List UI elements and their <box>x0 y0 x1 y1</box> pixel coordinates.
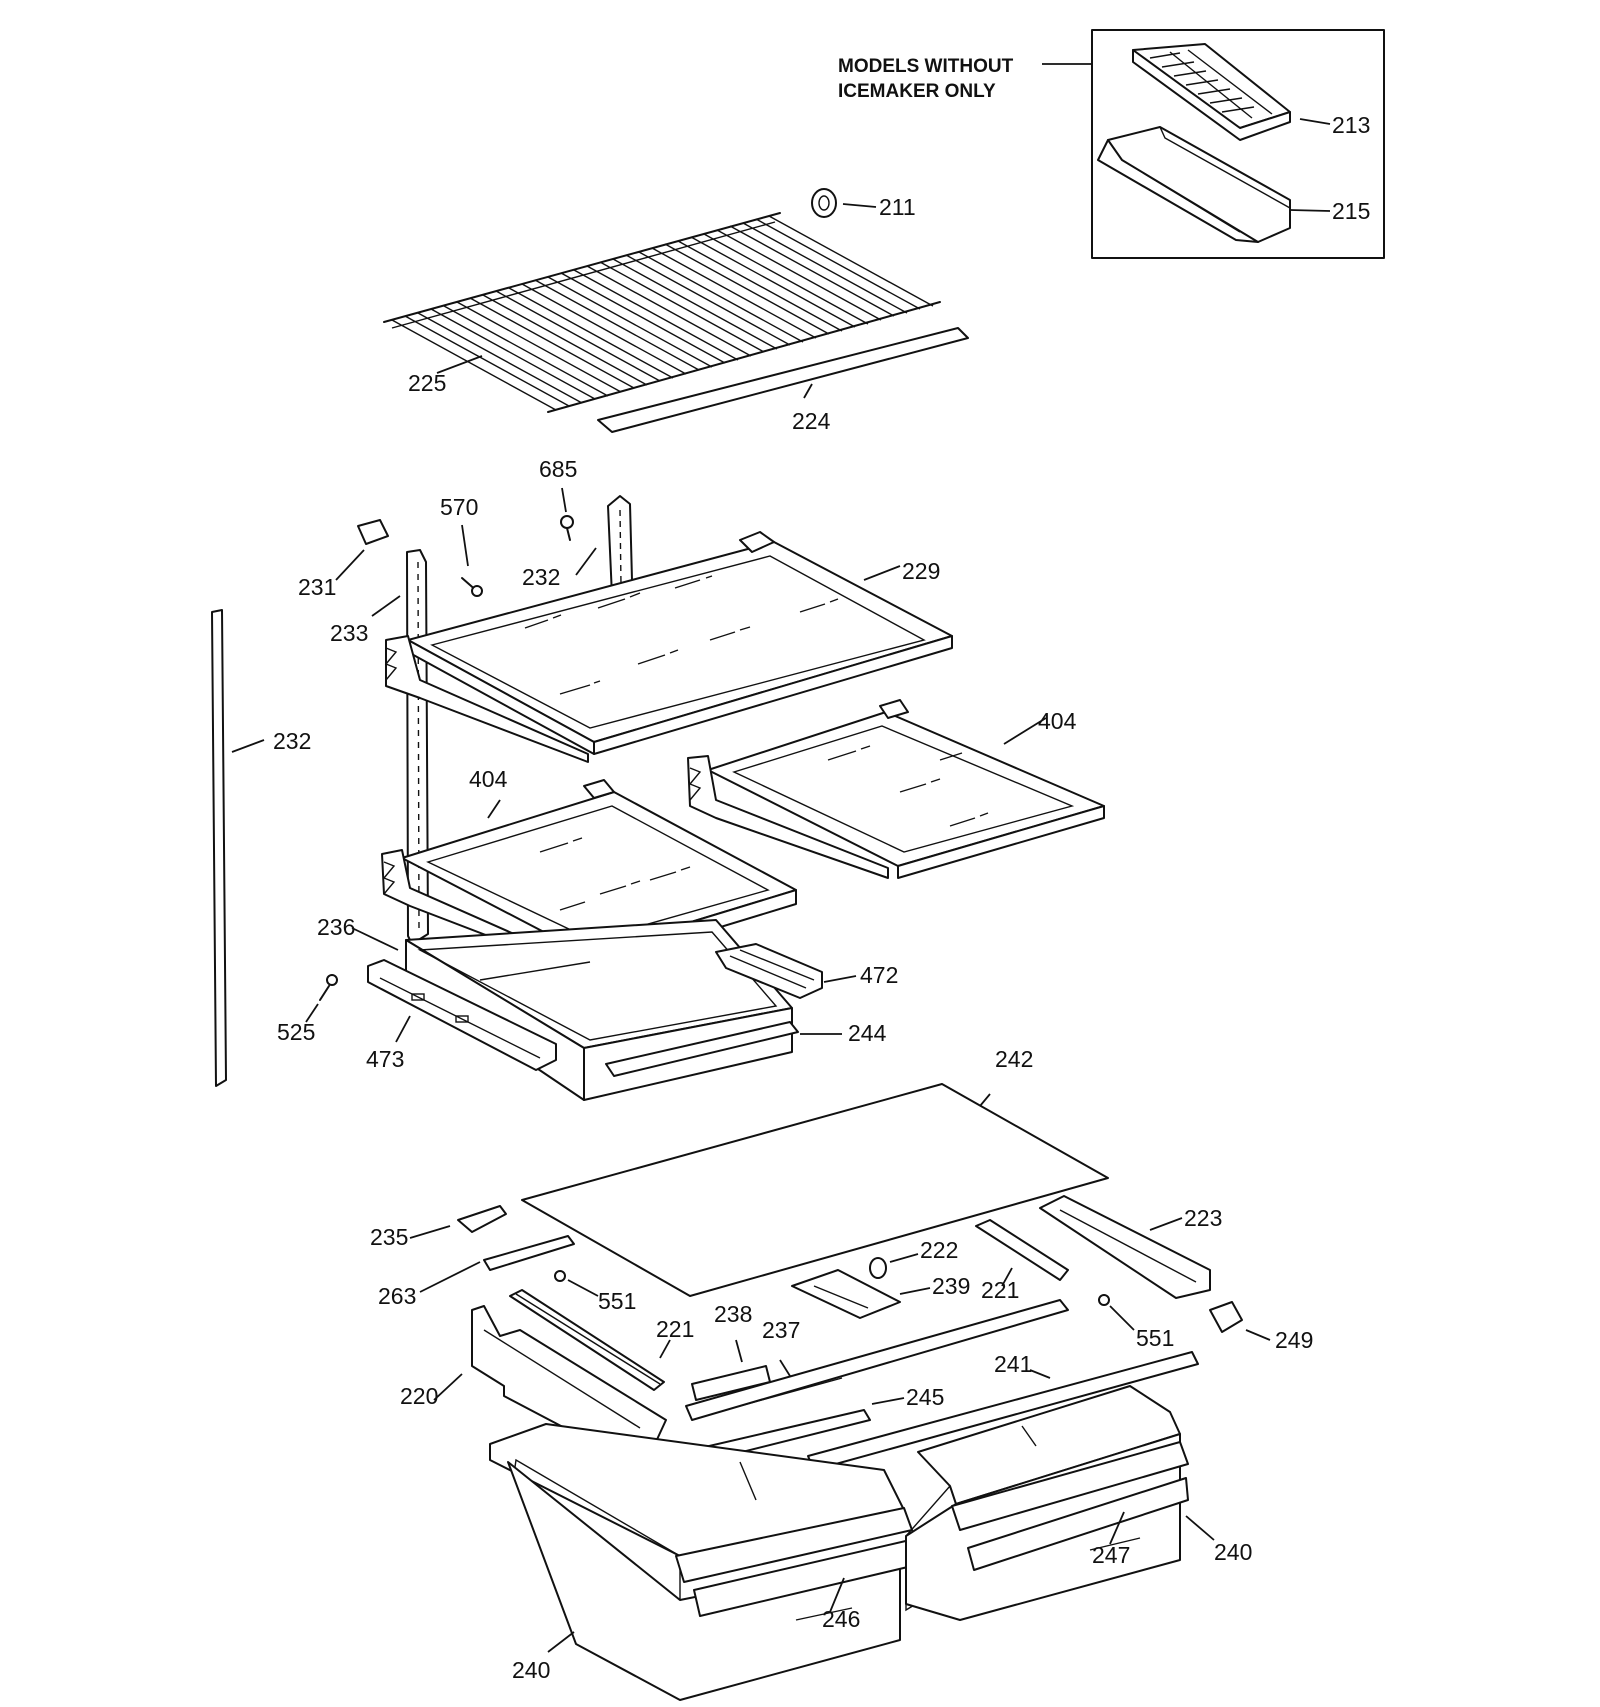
callout-232-left: 232 <box>273 728 311 754</box>
callout-231: 231 <box>298 574 336 600</box>
callout-233: 233 <box>330 620 368 646</box>
callout-240-right: 240 <box>1214 1539 1252 1565</box>
callout-570: 570 <box>440 494 478 520</box>
callout-239: 239 <box>932 1273 970 1299</box>
inset-box: MODELS WITHOUT ICEMAKER ONLY 213 215 <box>838 29 1385 259</box>
callout-215: 215 <box>1332 198 1370 224</box>
callout-221-right: 221 <box>981 1277 1019 1303</box>
callout-404-left: 404 <box>469 766 508 792</box>
crisper-drawer-right <box>905 1385 1215 1621</box>
glass-shelf-right <box>687 699 1105 879</box>
callout-225: 225 <box>408 370 446 396</box>
callout-220: 220 <box>400 1383 438 1409</box>
crisper-drawer-left <box>489 1423 913 1701</box>
callout-472: 472 <box>860 962 898 988</box>
callout-223: 223 <box>1184 1205 1222 1231</box>
callout-247: 247 <box>1092 1542 1130 1568</box>
callout-235: 235 <box>370 1224 408 1250</box>
callout-551-right: 551 <box>1136 1325 1174 1351</box>
inset-title-line1: MODELS WITHOUT <box>838 56 1014 77</box>
callout-525: 525 <box>277 1019 315 1045</box>
callout-224: 224 <box>792 408 831 434</box>
callout-222: 222 <box>920 1237 958 1263</box>
callout-237: 237 <box>762 1317 800 1343</box>
callout-241: 241 <box>994 1351 1032 1377</box>
callout-404-right: 404 <box>1038 708 1077 734</box>
callout-221-left: 221 <box>656 1316 694 1342</box>
callout-551-left: 551 <box>598 1288 636 1314</box>
callout-211: 211 <box>879 194 916 220</box>
callout-685: 685 <box>539 456 577 482</box>
callout-245: 245 <box>906 1384 944 1410</box>
callout-246: 246 <box>822 1606 860 1632</box>
crisper-cover-glass <box>521 1083 1109 1297</box>
callout-263: 263 <box>378 1283 416 1309</box>
ice-bin <box>1097 126 1291 243</box>
snack-pan <box>305 919 857 1101</box>
ice-tray <box>1132 43 1291 141</box>
callout-236: 236 <box>317 914 355 940</box>
callout-229: 229 <box>902 558 940 584</box>
callout-242: 242 <box>995 1046 1033 1072</box>
callout-244: 244 <box>848 1020 887 1046</box>
callout-240-left: 240 <box>512 1657 550 1683</box>
callout-473: 473 <box>366 1046 404 1072</box>
wire-shelf <box>383 188 969 433</box>
inset-title-line2: ICEMAKER ONLY <box>838 81 996 102</box>
glass-shelf-large <box>384 531 953 763</box>
callout-238: 238 <box>714 1301 752 1327</box>
callout-249: 249 <box>1275 1327 1313 1353</box>
callout-213: 213 <box>1332 112 1370 138</box>
callout-232-rear: 232 <box>522 564 560 590</box>
